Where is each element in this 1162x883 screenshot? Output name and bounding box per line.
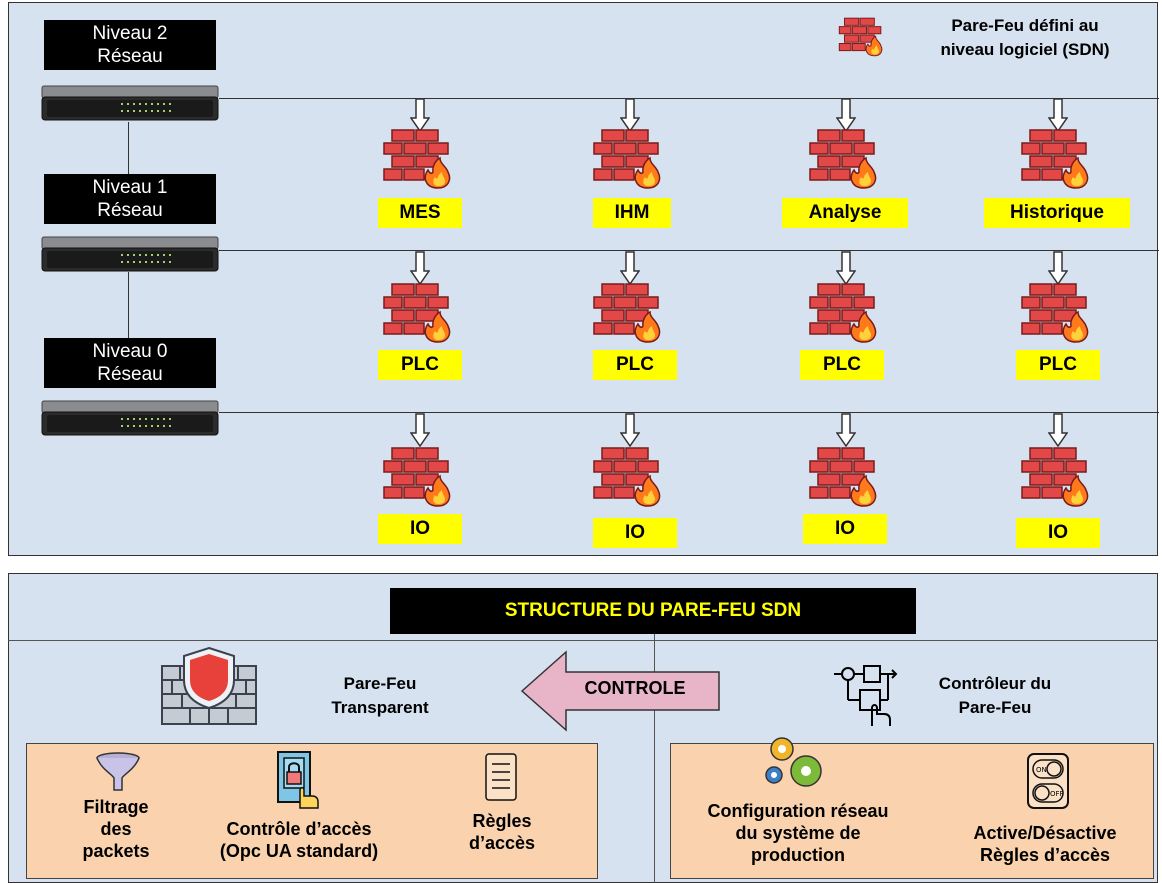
node-label-plc: PLC [378,350,462,380]
firewall-icon [592,446,666,508]
down-arrow-icon [1048,251,1068,285]
level-2-line2: Réseau [97,46,163,67]
filtrage-line1: Filtrage [83,797,149,817]
active-line2: Règles d’accès [979,845,1111,865]
sdn-structure-title: STRUCTURE DU PARE-FEU SDN [390,588,916,634]
down-arrow-icon [836,98,856,132]
filtrage-label: Filtrage des packets [66,796,166,862]
level-0-line1: Niveau 0 [92,341,168,362]
shield-wall-icon [161,646,257,725]
node-label-plc: PLC [1016,350,1100,380]
network-switch-level-1 [41,236,219,272]
controle-acces-line1: Contrôle d’accès [226,819,372,839]
controller-label: Contrôleur du Pare-Feu [920,672,1070,720]
active-line1: Active/Désactive [973,823,1117,843]
controle-acces-label: Contrôle d’accès (Opc UA standard) [204,818,394,862]
level-0-line2: Réseau [97,364,163,385]
firewall-icon [808,282,882,344]
node-label-io: IO [378,514,462,544]
firewall-icon [382,128,456,190]
regles-label: Règles d’accès [454,810,550,854]
node-label-io: IO [1016,518,1100,548]
down-arrow-icon [1048,413,1068,447]
down-arrow-icon [410,98,430,132]
firewall-icon [382,282,456,344]
controle-acces-line2: (Opc UA standard) [219,841,379,861]
down-arrow-icon [410,413,430,447]
level-1-line1: Niveau 1 [92,177,168,198]
controller-icon [834,665,898,726]
network-switch-level-0 [41,400,219,436]
node-label-mes: MES [378,198,462,228]
controle-label: CONTROLE [584,678,686,698]
structure-divider-line [8,640,1158,641]
on-off-switch-icon: ON OFF [1027,753,1069,809]
regles-line2: d’accès [468,833,536,853]
transparent-firewall-label: Pare-Feu Transparent [300,672,460,720]
transparent-line1: Pare-Feu [343,674,417,693]
firewall-icon [808,446,882,508]
funnel-icon [96,752,140,791]
firewall-icon [1020,282,1094,344]
firewall-icon [592,282,666,344]
filtrage-line3: packets [82,841,150,861]
node-label-historique: Historique [984,198,1130,228]
active-desactive-label: Active/Désactive Règles d’accès [938,822,1152,866]
down-arrow-icon [836,413,856,447]
firewall-icon [382,446,456,508]
down-arrow-icon [836,251,856,285]
firewall-icon [1020,128,1094,190]
level-1-line2: Réseau [97,200,163,221]
firewall-icon [808,128,882,190]
firewall-icon [592,128,666,190]
legend-line1: Pare-Feu défini au [951,16,1099,35]
on-label: ON [1036,766,1047,774]
level-2-line1: Niveau 2 [92,23,168,44]
down-arrow-icon [620,251,640,285]
down-arrow-icon [620,98,640,132]
down-arrow-icon [410,251,430,285]
node-label-ihm: IHM [593,198,671,228]
node-label-analyse: Analyse [782,198,908,228]
node-label-io: IO [593,518,677,548]
bus-line-level-1 [219,250,1159,251]
bus-line-level-2 [219,98,1159,99]
legend-line2: niveau logiciel (SDN) [940,40,1110,59]
configuration-label: Configuration réseau du système de produ… [674,800,922,866]
level-0-label: Niveau 0 Réseau [44,338,216,388]
controller-features-box [670,743,1154,879]
controle-arrow [520,650,720,732]
bus-line-level-0 [219,412,1159,413]
down-arrow-icon [1048,98,1068,132]
node-label-io: IO [803,514,887,544]
door-lock-icon [277,751,319,809]
node-label-plc: PLC [593,350,677,380]
node-label-plc: PLC [800,350,884,380]
transparent-line2: Transparent [331,698,429,717]
switch-link-1-0 [128,272,129,338]
down-arrow-icon [620,413,640,447]
regles-line1: Règles [472,811,532,831]
rules-scroll-icon [485,753,517,801]
config-line1: Configuration réseau [707,801,889,821]
network-switch-level-2 [41,85,219,121]
legend-text: Pare-Feu défini au niveau logiciel (SDN) [890,14,1160,62]
firewall-icon [1020,446,1094,508]
legend-firewall-icon [838,16,886,58]
level-2-label: Niveau 2 Réseau [44,20,216,70]
controller-line2: Pare-Feu [958,698,1032,717]
filtrage-line2: des [100,819,132,839]
level-1-label: Niveau 1 Réseau [44,174,216,224]
controller-line1: Contrôleur du [938,674,1052,693]
config-line2: du système de [735,823,861,843]
off-label: OFF [1050,790,1064,798]
gears-icon [765,737,822,787]
config-line3: production [751,845,845,865]
structure-center-line [654,634,655,883]
switch-link-2-1 [128,122,129,174]
